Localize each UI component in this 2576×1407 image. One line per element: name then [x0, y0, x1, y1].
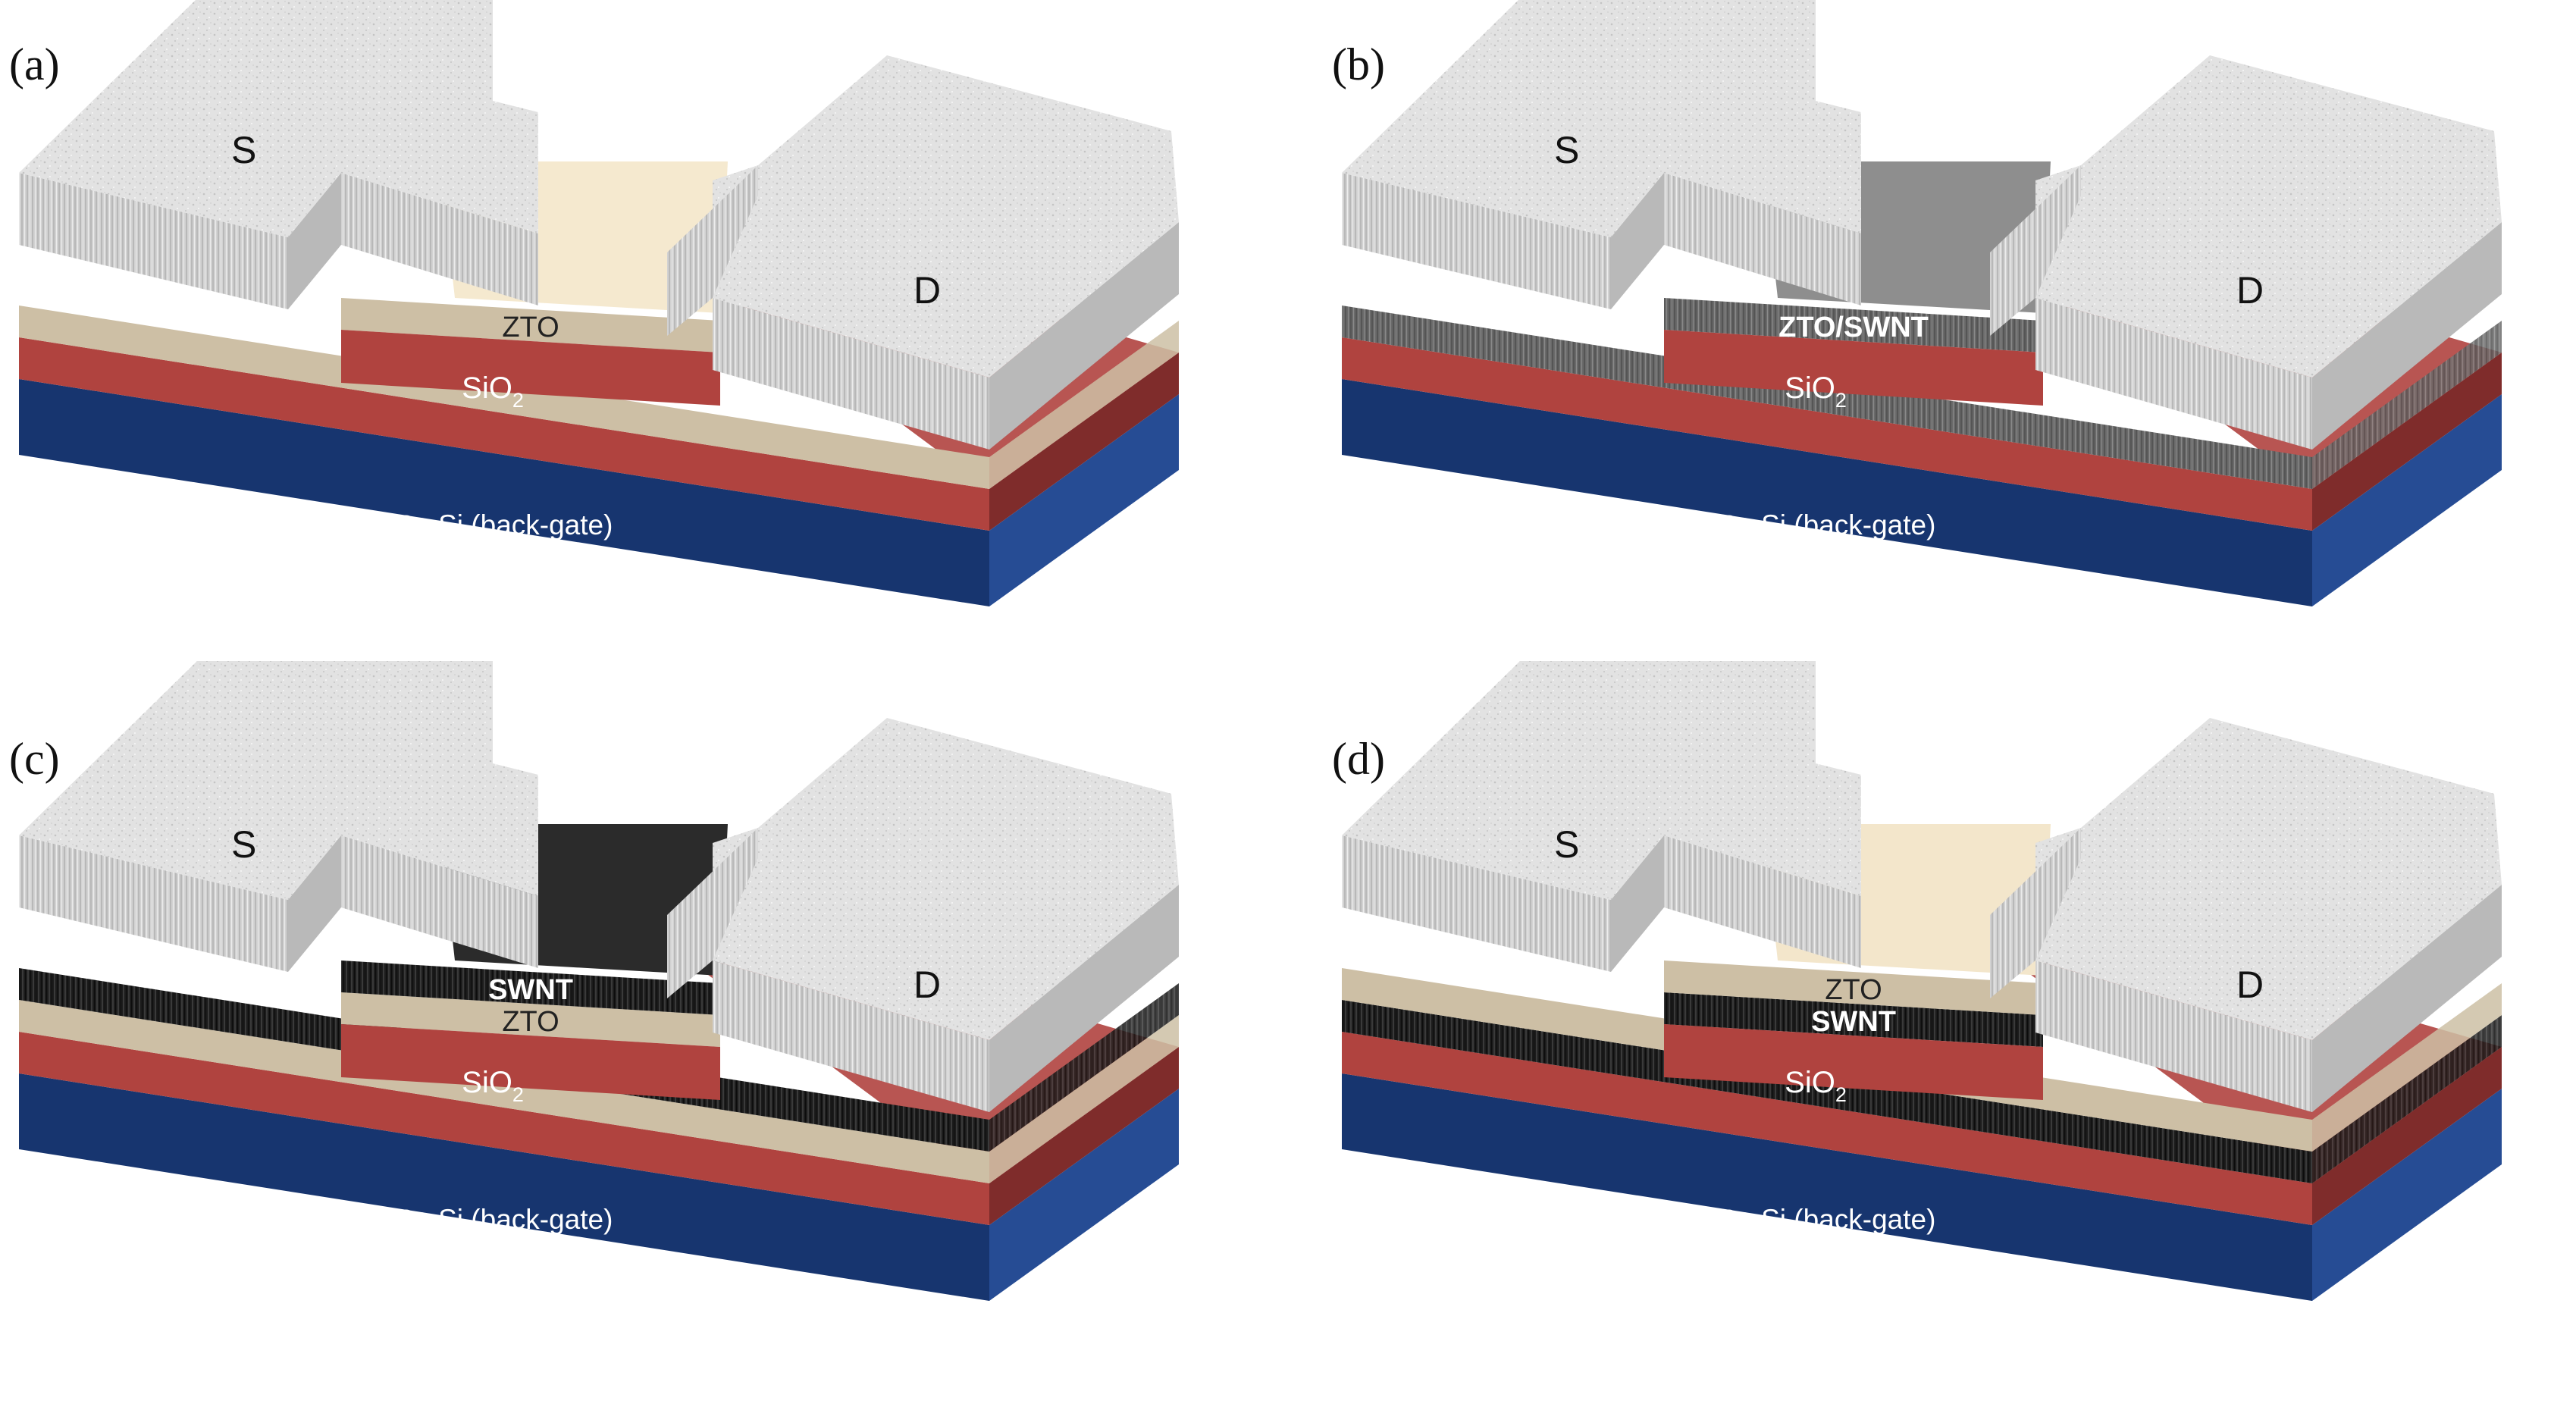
source-step: [288, 835, 341, 972]
drain-front: [713, 960, 989, 1112]
channel-front-layer: [341, 298, 720, 353]
channel-oxide-face: [341, 1024, 720, 1100]
source-front-left: [1342, 835, 1611, 972]
stack-layer-side: [2312, 983, 2502, 1152]
stack-layer-band: [19, 306, 989, 489]
source-step: [1611, 173, 1664, 309]
source-label: S: [231, 823, 256, 866]
source-label: S: [1554, 129, 1579, 171]
stack-layer-side: [989, 321, 1179, 489]
substrate-front: [1342, 379, 2312, 606]
substrate-side: [2312, 394, 2502, 606]
source-front-right: [341, 835, 538, 968]
stack-layer-band: [19, 1000, 989, 1183]
stack-layer-side: [2312, 321, 2502, 489]
source-front-left: [19, 173, 288, 309]
source-front-right: [1664, 173, 1861, 306]
layer-label: ZTO/SWNT: [1778, 312, 1929, 343]
source-top: [19, 0, 538, 237]
stack-layer-side: [989, 1015, 1179, 1183]
substrate-side: [989, 394, 1179, 606]
source-label: S: [231, 129, 256, 171]
channel-front-layer: [1664, 298, 2043, 353]
drain-front: [2035, 298, 2312, 450]
drain-label: D: [2236, 269, 2264, 312]
source-top: [19, 661, 538, 900]
drain-front: [2035, 960, 2312, 1112]
stack-layer-band: [1342, 1000, 2312, 1183]
oxide-front: [1342, 337, 2312, 531]
sio2-subscript: 2: [512, 1083, 524, 1106]
drain-side: [2312, 222, 2502, 450]
drain-label: D: [914, 964, 941, 1006]
drain-side: [2312, 885, 2502, 1112]
source-top: [1342, 661, 1861, 900]
channel-oxide-face: [1664, 330, 2043, 406]
panel-letter: (b): [1332, 39, 1385, 89]
substrate-label: P+ Si (back-gate): [1719, 509, 1936, 541]
source-top: [1342, 0, 1861, 237]
oxide-side: [989, 1047, 1179, 1225]
layer-label: ZTO: [1825, 974, 1882, 1006]
drain-notch: [667, 165, 758, 336]
oxide-front: [1342, 1032, 2312, 1225]
substrate-label: P+ Si (back-gate): [396, 509, 613, 541]
layer-label: SWNT: [1811, 1006, 1896, 1038]
oxide-front: [19, 1032, 989, 1225]
oxide-side: [2312, 353, 2502, 531]
drain-top: [2035, 718, 2502, 1040]
oxide-side: [989, 353, 1179, 531]
stack-layer-side: [989, 983, 1179, 1152]
layer-label: SWNT: [488, 974, 573, 1006]
source-step: [288, 173, 341, 309]
substrate-front: [1342, 1073, 2312, 1301]
panel-letter: (d): [1332, 734, 1385, 784]
substrate-label: P+ Si (back-gate): [1719, 1204, 1936, 1235]
substrate-side: [989, 1089, 1179, 1301]
source-front-right: [341, 173, 538, 306]
drain-notch: [667, 828, 758, 998]
sio2-subscript: 2: [1835, 389, 1847, 412]
oxide-front: [19, 337, 989, 531]
stack-layer-band: [1342, 306, 2312, 489]
drain-side: [989, 885, 1179, 1112]
source-front-left: [19, 835, 288, 972]
channel-front-layer: [341, 992, 720, 1047]
panel-letter: (c): [9, 734, 60, 784]
substrate-label: P+ Si (back-gate): [396, 1204, 613, 1235]
layer-label: ZTO: [502, 312, 559, 343]
drain-top: [713, 55, 1179, 378]
drain-notch: [1990, 828, 2081, 998]
channel-front-layer: [1664, 992, 2043, 1047]
sio2-subscript: 2: [1835, 1083, 1847, 1106]
source-front-left: [1342, 173, 1611, 309]
drain-front: [713, 298, 989, 450]
channel-front-layer: [1664, 960, 2043, 1015]
drain-label: D: [2236, 964, 2264, 1006]
channel-oxide-face: [1664, 1024, 2043, 1100]
panel-letter: (a): [9, 39, 60, 89]
substrate-side: [2312, 1089, 2502, 1301]
layer-label: ZTO: [502, 1006, 559, 1038]
substrate-front: [19, 379, 989, 606]
sio2-subscript: 2: [512, 389, 524, 412]
drain-top: [713, 718, 1179, 1040]
stack-layer-side: [2312, 1015, 2502, 1183]
channel-oxide-face: [341, 330, 720, 406]
source-label: S: [1554, 823, 1579, 866]
substrate-front: [19, 1073, 989, 1301]
source-front-right: [1664, 835, 1861, 968]
oxide-side: [2312, 1047, 2502, 1225]
channel-front-layer: [341, 960, 720, 1015]
drain-label: D: [914, 269, 941, 312]
drain-side: [989, 222, 1179, 450]
drain-top: [2035, 55, 2502, 378]
source-step: [1611, 835, 1664, 972]
drain-notch: [1990, 165, 2081, 336]
